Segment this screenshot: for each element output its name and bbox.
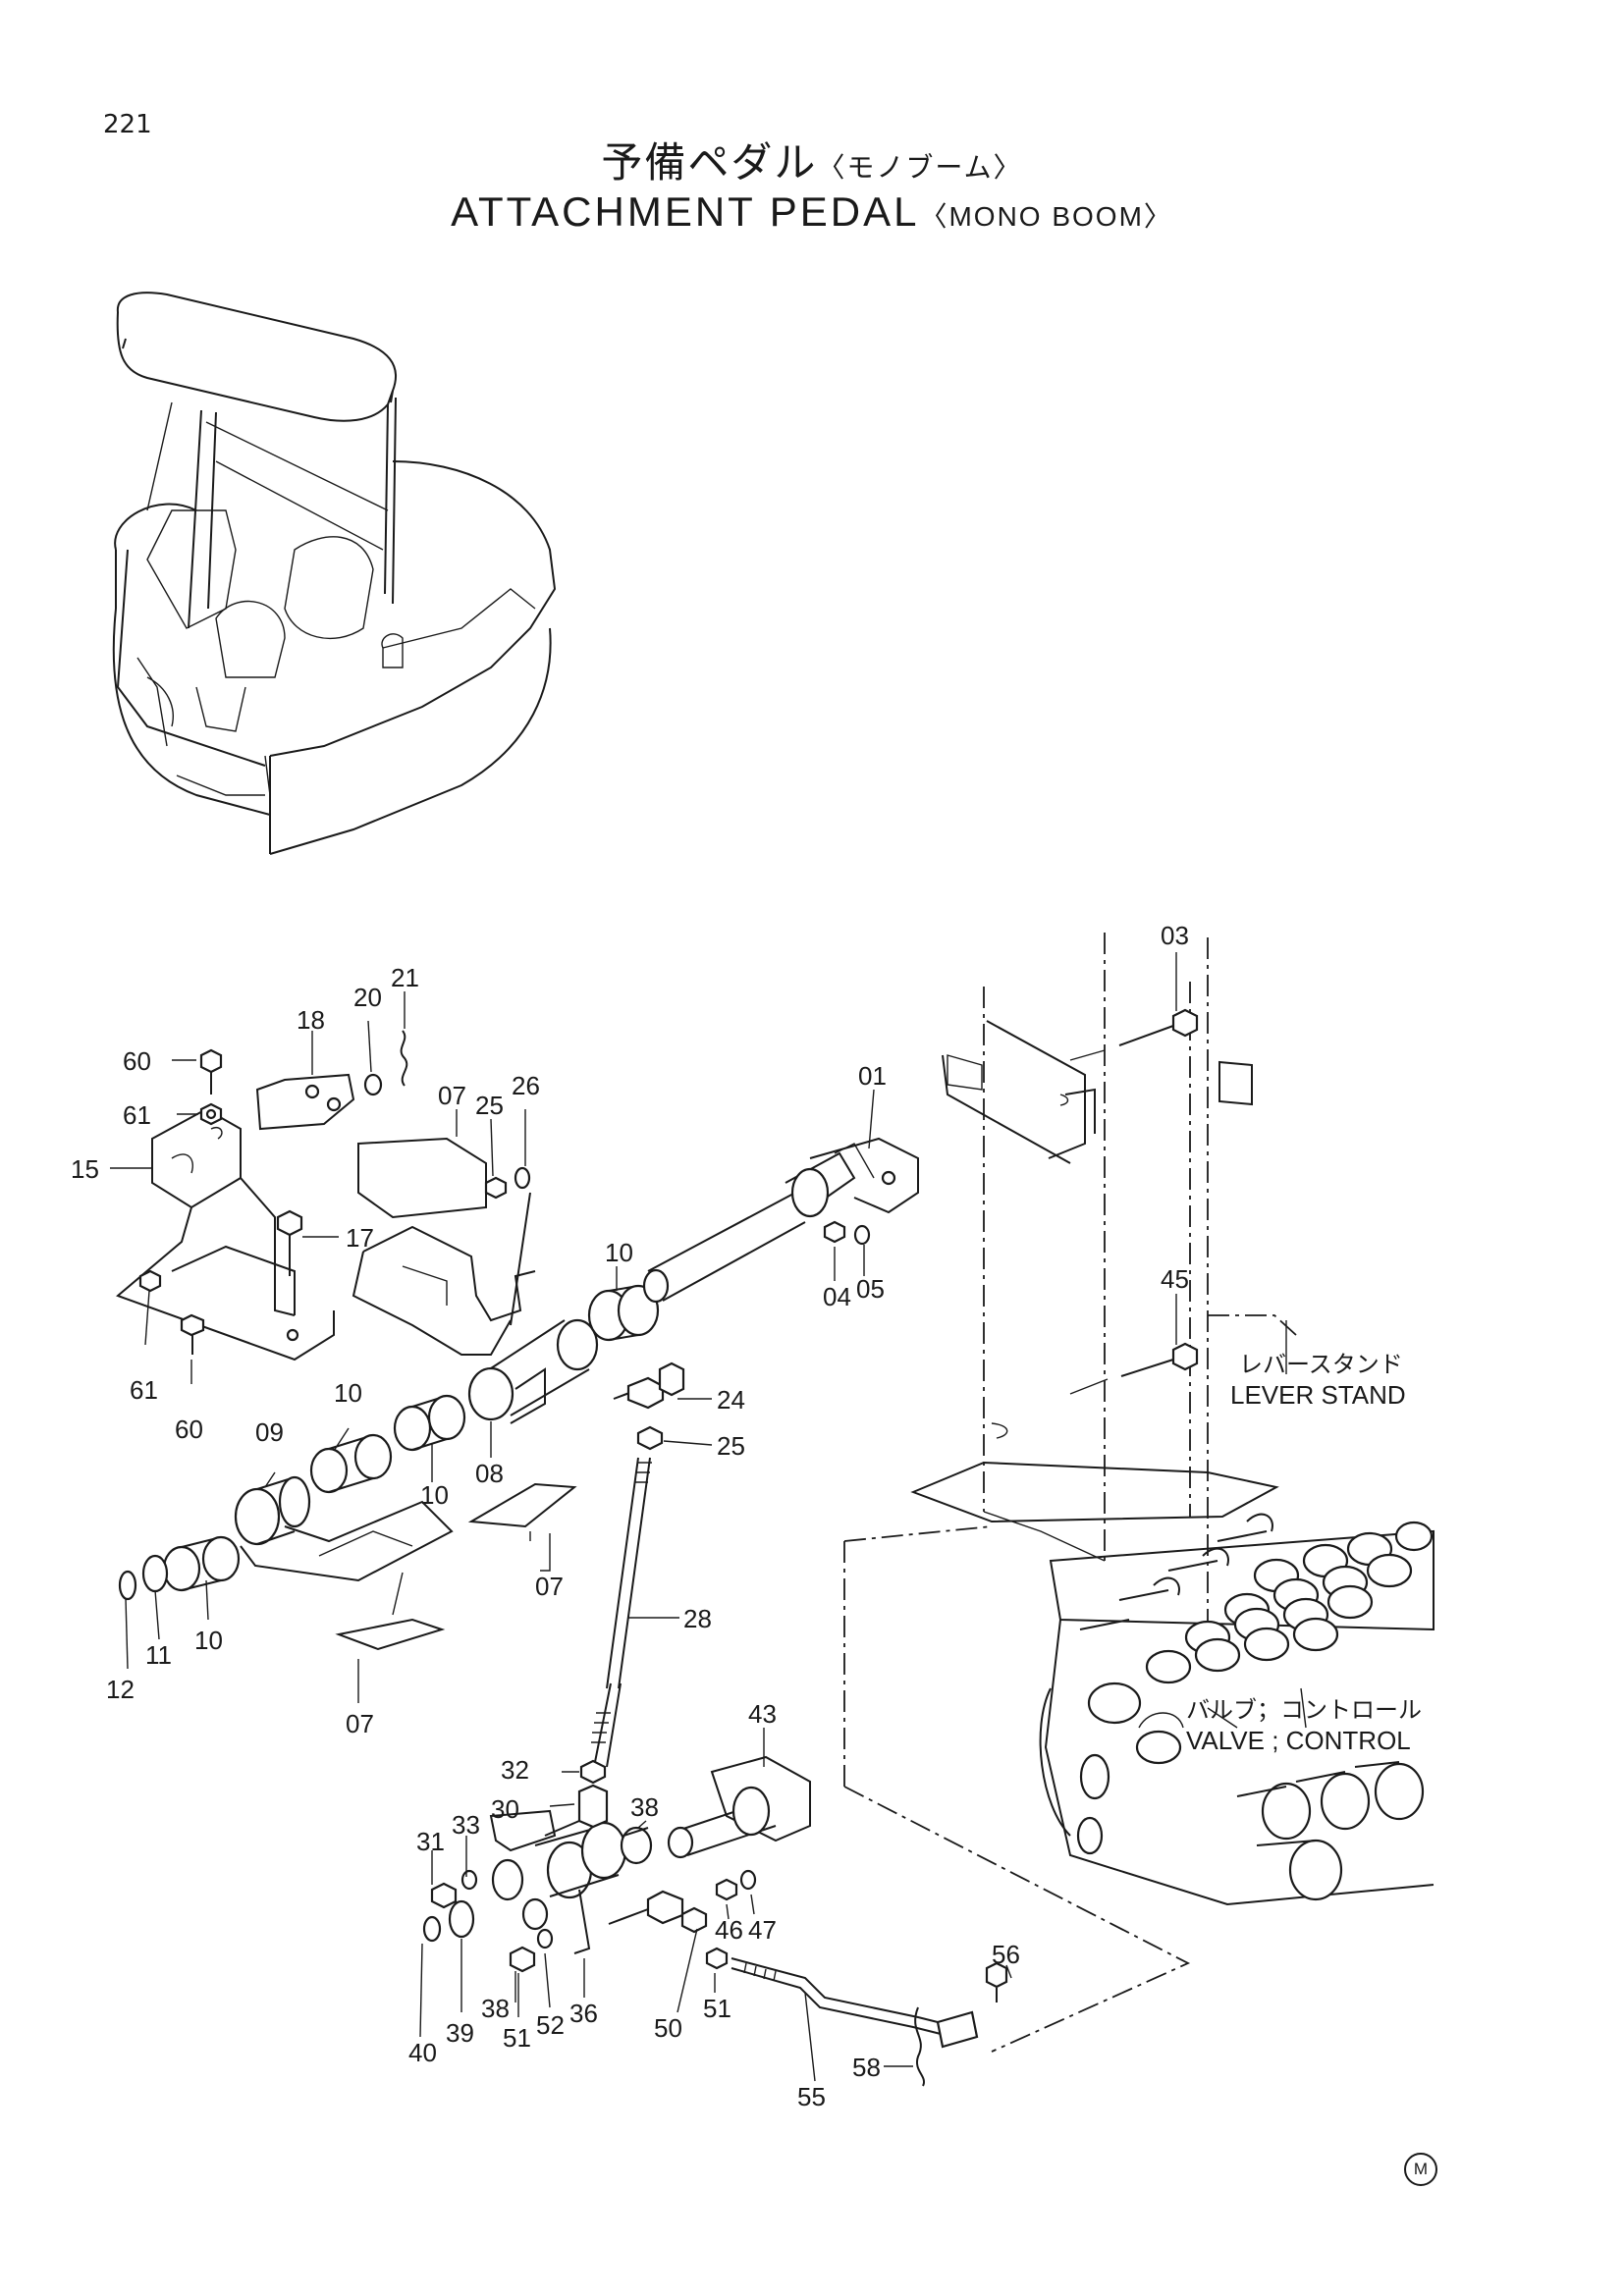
part-label: 05 xyxy=(856,1274,885,1304)
part-label: 55 xyxy=(797,2082,826,2111)
part-label: 08 xyxy=(475,1459,504,1488)
part-label: 15 xyxy=(71,1154,99,1184)
part-label: 18 xyxy=(297,1005,325,1035)
part-label: 10 xyxy=(194,1626,223,1655)
part-number-labels: 03 21 20 18 60 61 07 25 26 01 15 17 10 0… xyxy=(71,921,1189,2111)
title-en-sub: 〈MONO BOOM〉 xyxy=(919,201,1173,232)
part-label: 51 xyxy=(503,2023,531,2053)
part-label: 28 xyxy=(683,1604,712,1633)
part-label: 10 xyxy=(605,1238,633,1267)
part-label: 11 xyxy=(145,1640,172,1670)
part-label: 38 xyxy=(481,1994,510,2023)
part-label: 03 xyxy=(1161,921,1189,950)
part-label: 31 xyxy=(416,1827,445,1856)
part-label: 26 xyxy=(512,1071,540,1100)
part-label: 47 xyxy=(748,1915,777,1945)
valve-spools xyxy=(1076,1521,1434,1855)
part-label: 52 xyxy=(536,2010,565,2040)
part-label: 10 xyxy=(420,1480,449,1510)
pedal-assembly-drawing xyxy=(116,1008,1199,2087)
part-label: 61 xyxy=(130,1375,158,1405)
part-label: 25 xyxy=(475,1091,504,1120)
title-japanese: 予備ペダル〈モノブーム〉 xyxy=(0,130,1624,189)
part-label: 51 xyxy=(703,1994,731,2023)
part-label: 56 xyxy=(992,1940,1020,1969)
title-jp-main: 予備ペダル xyxy=(601,138,818,187)
part-label: 58 xyxy=(852,2053,881,2082)
part-label: 09 xyxy=(255,1417,284,1447)
part-label: 32 xyxy=(501,1755,529,1785)
page-number: 221 xyxy=(103,110,152,139)
part-label: 17 xyxy=(346,1223,374,1253)
part-label: 43 xyxy=(748,1699,777,1729)
part-label: 01 xyxy=(858,1061,887,1091)
footer-m-mark: M xyxy=(1404,2153,1437,2186)
part-label: 07 xyxy=(438,1081,466,1110)
part-label: 45 xyxy=(1161,1264,1189,1294)
lever-stand-label-jp: レバースタンド xyxy=(1239,1351,1403,1378)
part-label: 60 xyxy=(123,1046,151,1076)
control-valve-drawing xyxy=(1039,1513,1435,1906)
lever-stand-drawing xyxy=(843,933,1297,1787)
part-label: 07 xyxy=(346,1709,374,1738)
part-label: 10 xyxy=(334,1378,362,1408)
title-jp-sub: 〈モノブーム〉 xyxy=(817,151,1023,184)
part-label: 04 xyxy=(823,1282,851,1311)
part-label: 20 xyxy=(353,983,382,1012)
part-label: 36 xyxy=(569,1999,598,2028)
part-label: 50 xyxy=(654,2013,682,2043)
part-label: 21 xyxy=(391,963,419,992)
valve-label-jp: バルブ；コントロール xyxy=(1186,1696,1422,1724)
title-english: ATTACHMENT PEDAL〈MONO BOOM〉 xyxy=(0,188,1624,236)
leader-lines xyxy=(110,952,1307,2082)
lever-stand-label-en: LEVER STAND xyxy=(1230,1380,1406,1410)
part-label: 30 xyxy=(491,1794,519,1824)
part-label: 46 xyxy=(715,1915,743,1945)
part-label: 12 xyxy=(106,1675,135,1704)
part-label: 25 xyxy=(717,1431,745,1461)
part-label: 24 xyxy=(717,1385,745,1415)
part-label: 33 xyxy=(452,1810,480,1840)
title-en-main: ATTACHMENT PEDAL xyxy=(451,188,920,235)
part-label: 39 xyxy=(446,2018,474,2048)
part-label: 07 xyxy=(535,1572,564,1601)
valve-ports xyxy=(1236,1761,1425,1901)
part-label: 40 xyxy=(408,2038,437,2067)
part-label: 38 xyxy=(630,1792,659,1822)
valve-label-en: VALVE ; CONTROL xyxy=(1186,1726,1411,1755)
excavator-canopy-illustration xyxy=(112,292,557,855)
part-label: 60 xyxy=(175,1415,203,1444)
part-label: 61 xyxy=(123,1100,151,1130)
callout-texts: レバースタンド LEVER STAND バルブ；コントロール VALVE ; C… xyxy=(1186,1351,1422,1755)
